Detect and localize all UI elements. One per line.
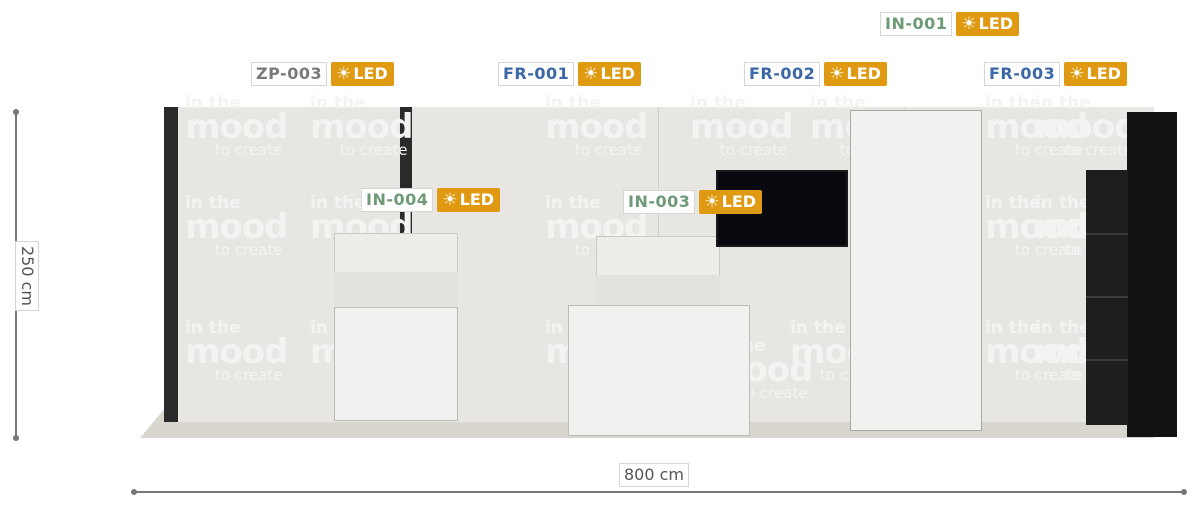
width-dimension-end [1181, 489, 1187, 495]
led-badge: ☀LED [1064, 62, 1127, 86]
label-fr003: FR-003 ☀LED [984, 62, 1127, 86]
in003-glass [596, 275, 720, 305]
height-dimension-end [13, 435, 19, 441]
in004-glass [334, 272, 458, 308]
led-text: LED [846, 64, 881, 83]
label-in001: IN-001 ☀LED [880, 12, 1020, 36]
sun-icon: ☀ [961, 14, 977, 34]
shelf-divider [1086, 296, 1128, 298]
sun-icon: ☀ [583, 64, 599, 84]
label-code: IN-001 [880, 12, 953, 36]
led-badge: ☀LED [956, 12, 1020, 36]
sun-icon: ☀ [704, 192, 720, 212]
led-text: LED [1086, 64, 1121, 83]
height-dimension-end [13, 109, 19, 115]
led-badge: ☀LED [331, 62, 394, 86]
in003-top-shelf [596, 236, 720, 276]
label-in003: IN-003 ☀LED [623, 190, 763, 214]
label-code: FR-002 [744, 62, 821, 86]
led-text: LED [353, 64, 388, 83]
width-dimension-end [131, 489, 137, 495]
width-dimension-label: 800 cm [619, 463, 690, 487]
label-code: FR-001 [498, 62, 575, 86]
label-fr001: FR-001 ☀LED [498, 62, 641, 86]
led-text: LED [978, 14, 1014, 33]
label-code: IN-003 [623, 190, 696, 214]
label-code: FR-003 [984, 62, 1061, 86]
label-code: ZP-003 [251, 62, 328, 86]
label-in004: IN-004 ☀LED [361, 188, 501, 212]
label-fr002: FR-002 ☀LED [744, 62, 887, 86]
led-badge: ☀LED [699, 190, 763, 214]
led-badge: ☀LED [824, 62, 887, 86]
left-wall-edge [164, 107, 178, 422]
label-code: IN-004 [361, 188, 434, 212]
in004-top-shelf [334, 233, 458, 273]
led-text: LED [600, 64, 635, 83]
in001-cabinet [850, 110, 982, 431]
height-dimension-label: 250 cm [15, 240, 40, 312]
fr003-shelving [1127, 112, 1177, 437]
in004-counter [334, 307, 458, 421]
label-zp003: ZP-003 ☀LED [251, 62, 394, 86]
shelf-divider [1086, 359, 1128, 361]
led-badge: ☀LED [437, 188, 501, 212]
shelf-divider [1086, 233, 1128, 235]
sun-icon: ☀ [829, 64, 845, 84]
led-text: LED [721, 192, 757, 211]
led-badge: ☀LED [578, 62, 641, 86]
sun-icon: ☀ [442, 190, 458, 210]
sun-icon: ☀ [336, 64, 352, 84]
led-text: LED [459, 190, 495, 209]
in003-counter [568, 305, 750, 436]
sun-icon: ☀ [1069, 64, 1085, 84]
